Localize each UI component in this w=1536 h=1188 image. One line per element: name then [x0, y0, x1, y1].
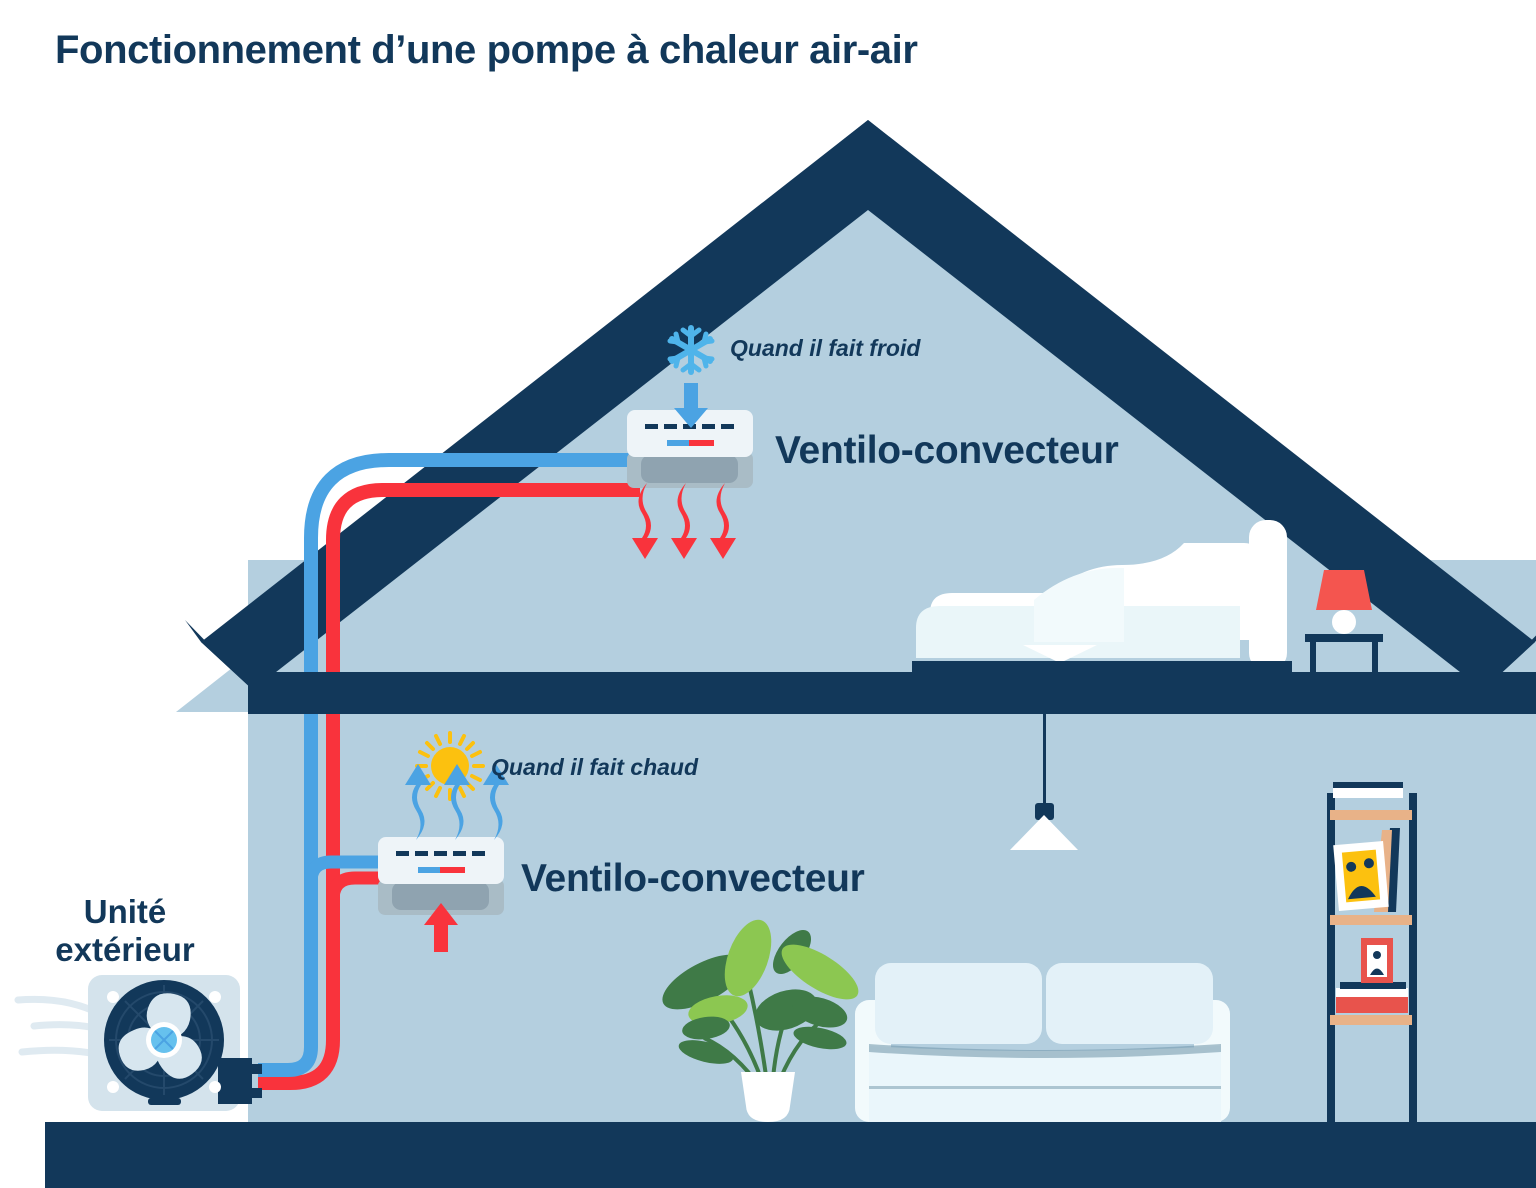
- fan-coil-unit-upper[interactable]: [627, 410, 753, 488]
- fcu-upper-grille: [645, 424, 734, 429]
- pipe-cold-branch: [304, 855, 400, 883]
- sun-icon: [415, 731, 485, 801]
- bed: [912, 520, 1292, 684]
- snowflake-icon: [667, 325, 715, 375]
- fan-coil-unit-lower[interactable]: [378, 837, 504, 915]
- bookshelf: [1327, 782, 1417, 1125]
- arrows-heat-out-upper: [632, 483, 736, 559]
- pipe-hot-main: [258, 483, 640, 1090]
- fan-coil-lower-label: Ventilo-convecteur: [521, 857, 865, 900]
- pipe-hot-branch: [326, 871, 420, 901]
- plant-leaves: [662, 919, 859, 1064]
- outdoor-unit-label-line1: Unité: [83, 893, 167, 930]
- potted-plant: [662, 919, 859, 1122]
- fan-coil-upper-label: Ventilo-convecteur: [775, 429, 1119, 472]
- page-title: Fonctionnement d’une pompe à chaleur air…: [55, 28, 918, 72]
- cold-condition-label: Quand il fait froid: [730, 335, 921, 361]
- ground: [45, 1122, 1536, 1188]
- outdoor-unit-label: Unité extérieur: [0, 893, 250, 968]
- pipe-cold-main: [258, 453, 640, 1077]
- hot-condition-label: Quand il fait chaud: [491, 754, 699, 780]
- arrows-cool-out-lower: [405, 764, 509, 840]
- arrow-up-heat-lower: [424, 903, 458, 952]
- arrow-down-cold-upper: [674, 383, 708, 428]
- floor-slab: [248, 672, 1536, 714]
- table-lamp: [1316, 570, 1372, 634]
- nightstand: [1305, 634, 1383, 673]
- pendant-lamp: [1010, 712, 1078, 850]
- refrigerant-pipes: [258, 453, 640, 1090]
- fcu-lower-grille: [396, 851, 485, 856]
- outdoor-unit-label-line2: extérieur: [55, 930, 195, 968]
- outdoor-unit[interactable]: [14, 975, 262, 1111]
- roof: [201, 120, 1535, 690]
- sofa: [855, 963, 1230, 1122]
